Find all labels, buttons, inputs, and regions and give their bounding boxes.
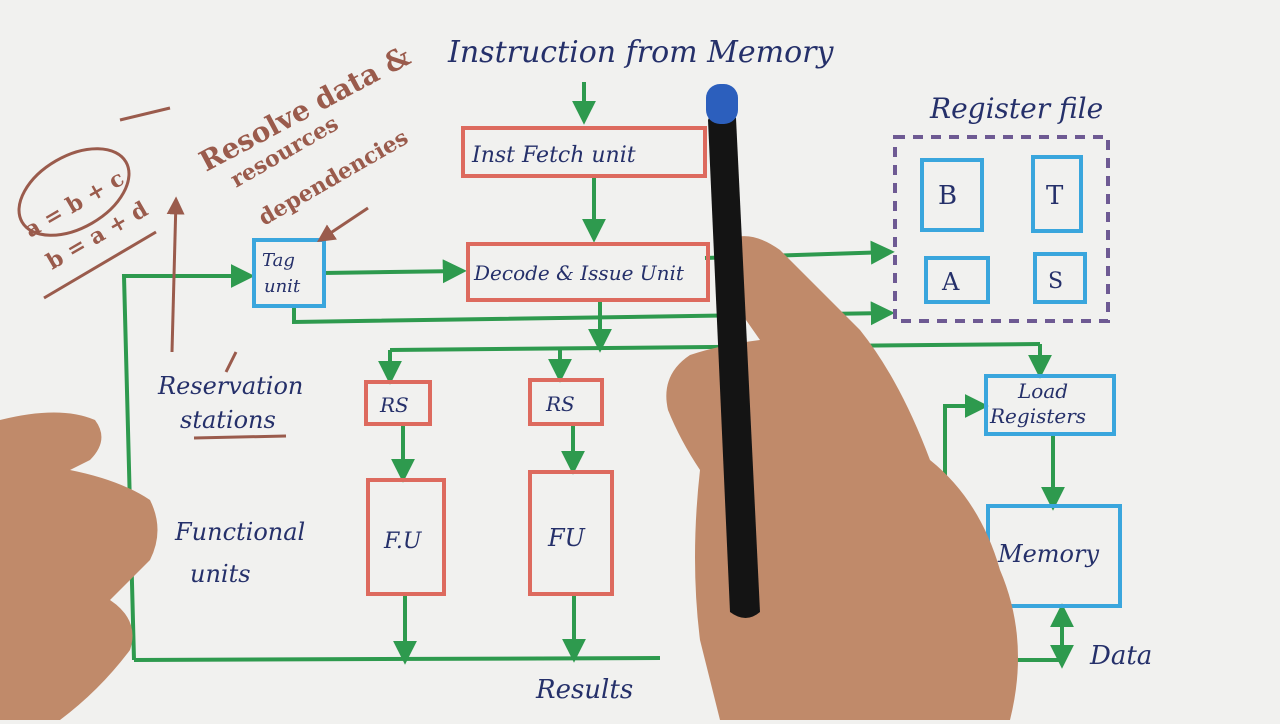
arrow-tag-to-decode: [322, 259, 467, 284]
rs-box-2: [528, 378, 604, 426]
load-registers-box: [984, 374, 1116, 436]
register-box-t: [1031, 155, 1083, 233]
functional-units-label-2: units: [190, 560, 251, 588]
bus-horizontal: [389, 342, 1041, 352]
pen-icon: [708, 105, 760, 618]
rs-box-1: [364, 380, 432, 426]
load-label-1: Load: [1017, 379, 1068, 403]
resolve-pointer-arrow: [166, 196, 185, 353]
fu-box-1: [366, 478, 446, 596]
reservation-stations-label-1: Reservation: [157, 372, 303, 400]
hand-holding-pen: [0, 84, 1018, 720]
tag-unit-label-2: unit: [264, 276, 301, 297]
left-hand-icon: [0, 412, 158, 720]
load-label-2: Registers: [989, 404, 1086, 428]
tag-pointer-arrow: [317, 206, 369, 242]
diagram-title: Instruction from Memory: [447, 35, 834, 70]
equation-underline: [43, 230, 157, 300]
register-box-s: [1033, 252, 1087, 304]
register-file-label: Register file: [929, 92, 1103, 125]
fetch-unit-box: [461, 126, 707, 178]
fu-box-2: [528, 470, 614, 596]
register-box-a: [924, 256, 990, 304]
decode-unit-label: Decode & Issue Unit: [473, 261, 685, 285]
rs1-label: RS: [379, 393, 409, 417]
functional-units-label-1: Functional: [174, 518, 305, 546]
fu1-label: F.U: [383, 529, 423, 554]
feedback-loop: [121, 264, 255, 661]
tag-unit-box: [252, 238, 326, 308]
register-box-b: [920, 158, 984, 232]
connection-lines: [121, 82, 1074, 669]
fu2-label: FU: [547, 524, 586, 552]
reservation-stations-label-2: stations: [180, 406, 276, 434]
register-s-label: S: [1048, 269, 1063, 294]
rs2-label: RS: [545, 392, 575, 416]
results-label: Results: [535, 675, 633, 705]
memory-label: Memory: [997, 540, 1099, 568]
blocks: [252, 126, 1122, 608]
register-b-label: B: [938, 181, 957, 211]
dependency-arrow: [119, 106, 171, 122]
pen-cap-icon: [706, 84, 738, 124]
equation-circle: [17, 147, 131, 237]
arrow-tag-to-regfile: [292, 301, 895, 326]
register-a-label: A: [941, 268, 960, 296]
reservation-pointer: [224, 351, 238, 373]
results-bus: [133, 656, 661, 662]
data-label: Data: [1089, 641, 1152, 671]
tag-unit-label-1: Tag: [262, 250, 295, 271]
fetch-unit-label: Inst Fetch unit: [471, 143, 636, 168]
decode-unit-box: [466, 242, 710, 302]
register-file-boundary: [893, 135, 1110, 323]
underline-stations: [193, 434, 287, 440]
register-t-label: T: [1046, 181, 1064, 211]
